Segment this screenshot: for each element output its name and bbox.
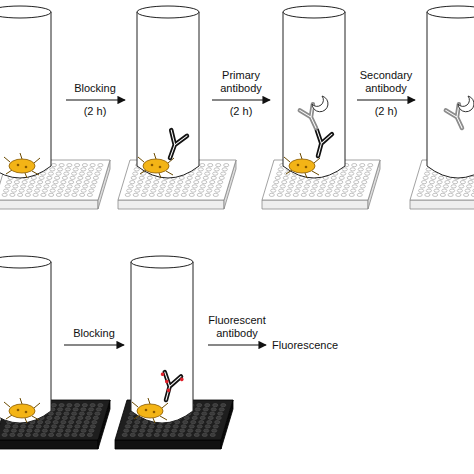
antibody bbox=[162, 130, 187, 161]
antibody bbox=[155, 371, 185, 403]
step-label: Blocking bbox=[59, 327, 129, 340]
step-label: (2 h) bbox=[216, 105, 266, 118]
tube bbox=[0, 6, 51, 178]
antibody bbox=[310, 130, 331, 158]
bacterium bbox=[132, 398, 168, 423]
step-label: Fluorescence bbox=[272, 339, 338, 352]
step-arrow bbox=[212, 99, 270, 100]
enzyme-label bbox=[312, 96, 328, 112]
step-arrow bbox=[64, 344, 124, 345]
black-well-plate bbox=[0, 400, 110, 449]
step-arrow bbox=[357, 99, 415, 100]
well-plate bbox=[0, 160, 110, 209]
step-label: Blocking bbox=[60, 82, 130, 95]
fluorophore bbox=[165, 379, 169, 383]
step-label: (2 h) bbox=[70, 105, 120, 118]
step-label: Primary antibody bbox=[209, 69, 273, 95]
bacterium bbox=[4, 153, 40, 178]
tube bbox=[137, 6, 199, 178]
step-arrow bbox=[208, 344, 266, 345]
enzyme-label bbox=[458, 96, 474, 112]
step-label: Secondary antibody bbox=[351, 69, 421, 95]
step-label: Fluorescent antibody bbox=[202, 314, 272, 340]
tube bbox=[283, 6, 345, 178]
bacterium bbox=[4, 398, 40, 423]
step-label: (2 h) bbox=[361, 105, 411, 118]
tube bbox=[427, 6, 474, 178]
tube bbox=[0, 256, 51, 423]
fluorophore bbox=[160, 372, 164, 376]
fluorophore bbox=[180, 377, 184, 381]
fluorophore bbox=[166, 388, 170, 392]
tube bbox=[131, 256, 193, 423]
step-arrow bbox=[66, 99, 125, 100]
bacterium bbox=[284, 153, 320, 178]
